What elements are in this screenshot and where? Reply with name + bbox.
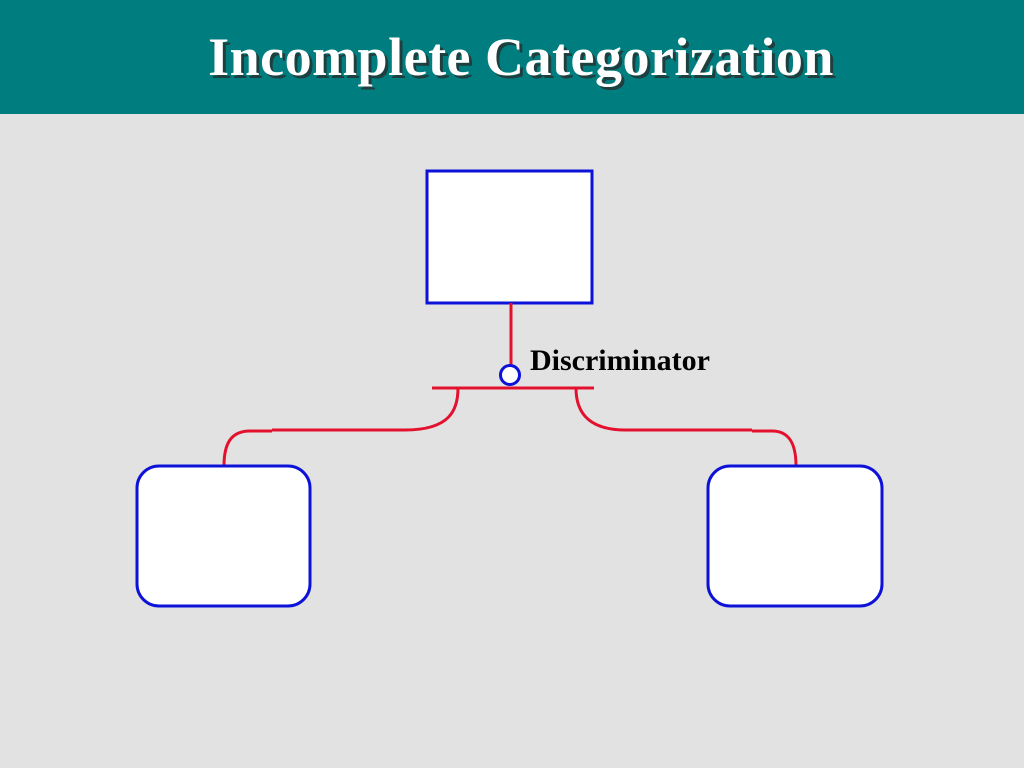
discriminator-label: Discriminator — [530, 344, 710, 377]
right-subtype-box[interactable] — [706, 464, 884, 608]
title-bar: Incomplete Categorization — [0, 0, 1024, 114]
parent-entity-box[interactable] — [425, 169, 594, 305]
left-subtype-box[interactable] — [135, 464, 312, 608]
slide-title: Incomplete Categorization — [208, 27, 834, 87]
right-branch-connector — [574, 387, 798, 467]
discriminator-circle[interactable] — [499, 364, 521, 386]
left-branch-connector — [222, 387, 460, 467]
